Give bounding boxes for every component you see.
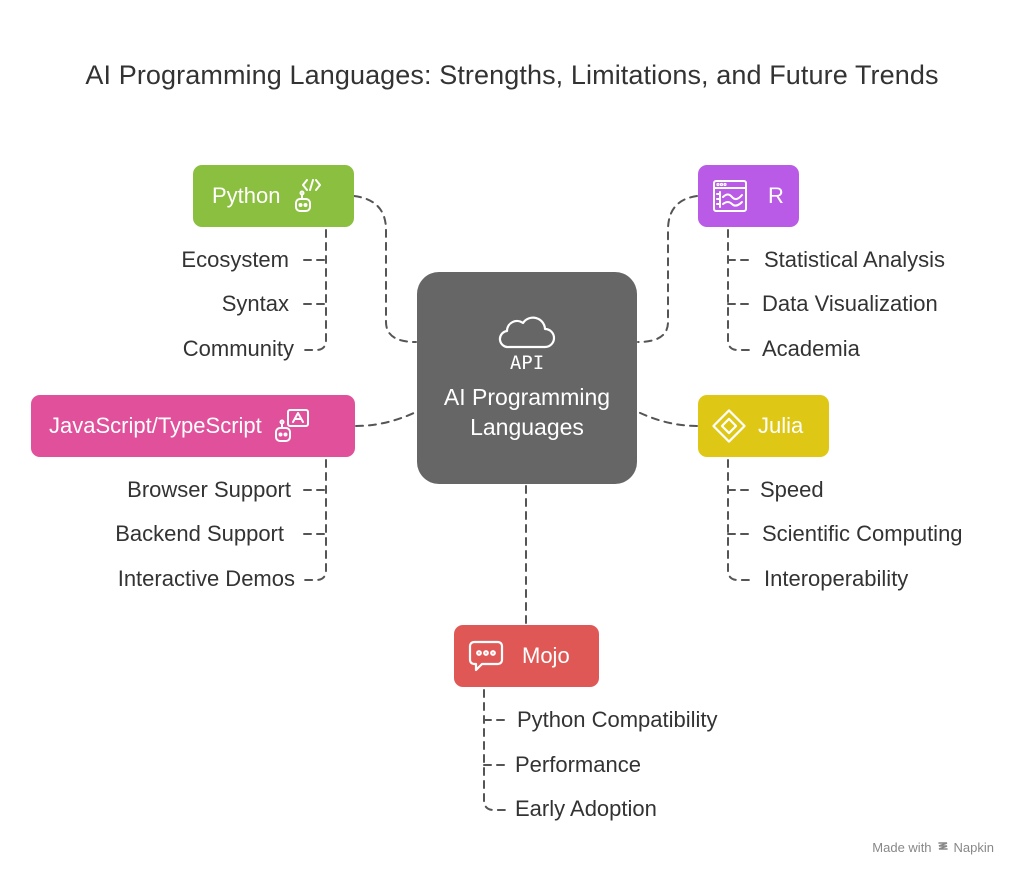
r-item: Statistical Analysis — [764, 247, 945, 272]
chat-bubble-icon — [468, 638, 504, 674]
center-node: API AI Programming Languages — [417, 272, 637, 484]
mojo-trunk — [483, 689, 507, 811]
mojo-item: Performance — [515, 752, 641, 777]
julia-item: Scientific Computing — [762, 521, 963, 546]
julia-node: Julia — [698, 395, 829, 457]
mojo-label: Mojo — [522, 643, 570, 668]
js-node: JavaScript/TypeScript — [31, 395, 355, 457]
footer-attribution: Made with Napkin — [872, 840, 994, 855]
napkin-brand: Napkin — [953, 840, 994, 855]
julia-item: Speed — [760, 477, 824, 502]
code-robot-icon — [293, 177, 327, 215]
julia-trunk — [727, 459, 751, 581]
python-item: Ecosystem — [181, 247, 289, 272]
js-item: Interactive Demos — [117, 566, 295, 591]
chart-window-icon — [712, 179, 748, 213]
r-label: R — [768, 183, 784, 208]
js-item: Backend Support — [115, 521, 284, 546]
robot-chat-icon — [274, 408, 310, 444]
diamond-icon — [710, 407, 748, 445]
connector-r — [637, 195, 698, 343]
svg-text:API: API — [510, 352, 544, 373]
mojo-item: Python Compatibility — [517, 707, 718, 732]
python-label: Python — [212, 183, 281, 208]
python-trunk — [303, 229, 327, 351]
connector-js — [355, 411, 417, 427]
r-item: Data Visualization — [762, 291, 938, 316]
julia-item: Interoperability — [764, 566, 909, 591]
js-label: JavaScript/TypeScript — [49, 413, 262, 438]
python-node: Python — [193, 165, 354, 227]
r-trunk — [727, 229, 751, 351]
python-item: Syntax — [221, 291, 289, 316]
napkin-logo-icon — [937, 840, 949, 855]
cloud-api-icon: API — [493, 315, 561, 378]
r-node: R — [698, 165, 799, 227]
center-label: AI Programming Languages — [443, 383, 611, 440]
mojo-item: Early Adoption — [515, 796, 657, 821]
r-item: Academia — [762, 336, 860, 361]
diagram-title: AI Programming Languages: Strengths, Lim… — [85, 60, 939, 90]
mojo-node: Mojo — [454, 625, 599, 687]
js-trunk — [303, 459, 327, 581]
python-item: Community — [182, 336, 294, 361]
connector-julia — [637, 411, 698, 427]
connector-python — [353, 195, 417, 343]
js-item: Browser Support — [127, 477, 291, 502]
julia-label: Julia — [758, 413, 804, 438]
made-with-text: Made with — [872, 840, 932, 855]
